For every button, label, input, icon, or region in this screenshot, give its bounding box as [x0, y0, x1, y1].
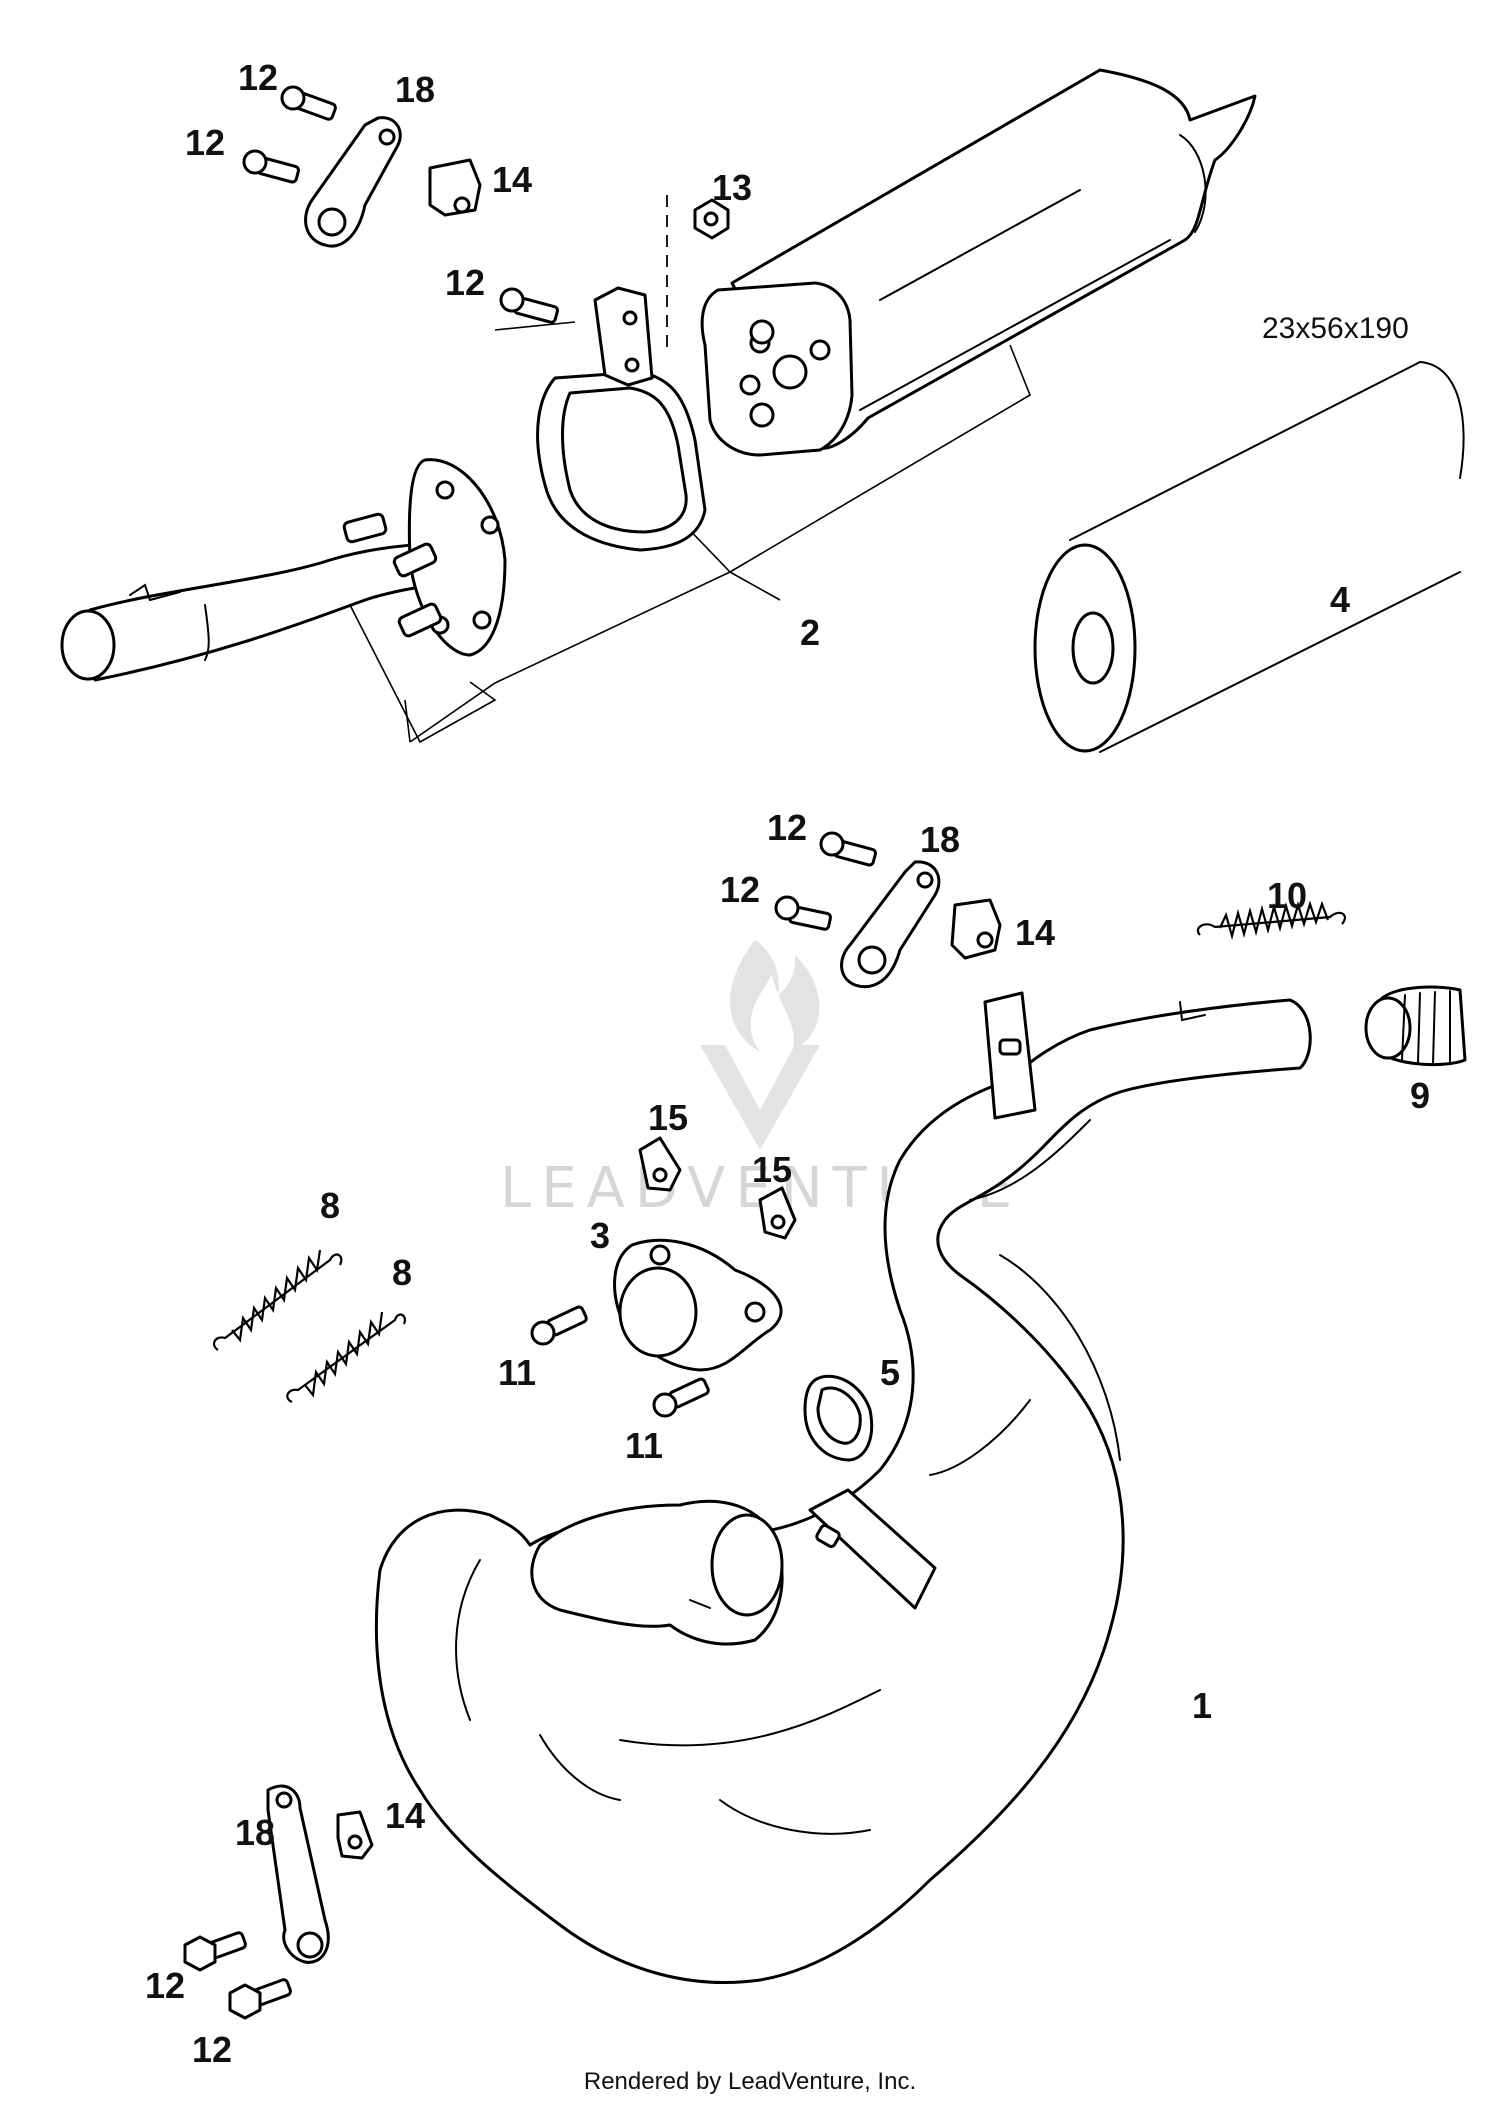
callout-11-b: 11: [625, 1425, 663, 1466]
callout-15-a: 15: [648, 1097, 688, 1138]
chamber-bracket-top: [983, 991, 1037, 1120]
callout-3: 3: [590, 1215, 610, 1256]
callout-15-b: 15: [752, 1149, 792, 1190]
footer-credit: Rendered by LeadVenture, Inc.: [583, 2068, 917, 2095]
callout-14-a: 14: [492, 159, 532, 200]
callout-12-d: 12: [767, 807, 807, 848]
part-15-gasket-b: [758, 1186, 797, 1240]
silencer-clamp: [536, 286, 707, 552]
springs-8: [212, 1249, 406, 1404]
callout-2: 2: [800, 612, 820, 653]
spring-10: [1196, 900, 1346, 941]
part-1-expansion-chamber: [374, 998, 1312, 1984]
callout-14-c: 14: [385, 1795, 425, 1836]
callout-18-b: 18: [920, 819, 960, 860]
callout-12-a: 12: [238, 57, 278, 98]
callout-18-a: 18: [395, 69, 435, 110]
callout-12-e: 12: [720, 869, 760, 910]
leader-lines-top: [349, 195, 1031, 744]
callout-12-b: 12: [185, 122, 225, 163]
callout-5: 5: [880, 1352, 900, 1393]
callout-18-c: 18: [235, 1812, 275, 1853]
part-5-exhaust-gasket: [803, 1374, 874, 1462]
silencer-body: [700, 68, 1257, 457]
callout-12-c: 12: [445, 262, 485, 303]
callouts: 12 12 18 14 13 12 23x56x190 2 4 12 12 18…: [145, 57, 1430, 2070]
callout-14-b: 14: [1015, 912, 1055, 953]
link-pipe-top: [60, 458, 507, 682]
bracket-group-bottom: [183, 1784, 374, 2020]
callout-4: 4: [1330, 579, 1350, 620]
part-9-grommet: [1364, 985, 1467, 1067]
bolt-12-clamp: [499, 287, 559, 324]
chamber-bracket-lower: [808, 1488, 937, 1610]
part-3-flange: [613, 1238, 783, 1372]
callout-8-b: 8: [392, 1252, 412, 1293]
dimension-label: 23x56x190: [1262, 312, 1409, 345]
part-15-gasket-a: [638, 1136, 682, 1192]
callout-10: 10: [1267, 875, 1307, 916]
part-13-nut: [693, 198, 730, 240]
callout-1: 1: [1192, 1685, 1212, 1726]
flame-chevron-logo-icon: [700, 940, 820, 1150]
callout-12-g: 12: [192, 2029, 232, 2070]
callout-12-f: 12: [145, 1965, 185, 2006]
bracket-group-top: [242, 85, 482, 248]
bracket-group-middle: [774, 831, 1002, 989]
part-4-packing-sleeve: [1033, 361, 1465, 753]
callout-8-a: 8: [320, 1185, 340, 1226]
callout-9: 9: [1410, 1075, 1430, 1116]
bolts-11: [530, 1305, 710, 1418]
callout-13: 13: [712, 167, 752, 208]
callout-11-a: 11: [498, 1352, 536, 1393]
